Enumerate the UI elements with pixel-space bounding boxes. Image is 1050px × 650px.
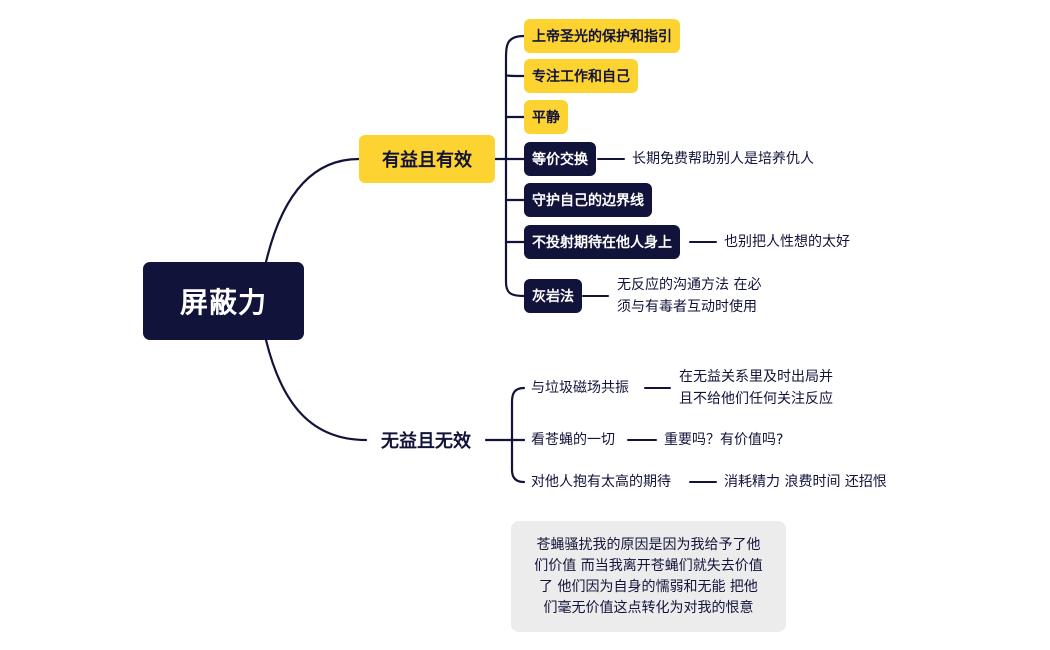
note-garbage-line-1: 在无益关系里及时出局并 [679,369,833,385]
item-equal-exchange: 等价交换 [524,142,596,176]
item-garbage-resonance: 与垃圾磁场共振 [531,380,629,396]
branch-beneficial: 有益且有效 [359,135,495,183]
callout-line-3: 了 他们因为自身的懦弱和无能 把他 [539,578,758,595]
connector-beneficial-spine [504,34,526,298]
note-no-projection: 也别把人性想的太好 [724,234,850,250]
callout-line-2: 们价值 而当我离开苍蝇们就失去价值 [534,557,763,574]
item-grey-rock: 灰岩法 [524,279,582,313]
item-focus-work: 专注工作和自己 [524,59,638,93]
branch-useless: 无益且无效 [381,431,471,452]
callout-note: 苍蝇骚扰我的原因是因为我给予了他 们价值 而当我离开苍蝇们就失去价值 了 他们因… [511,521,786,632]
note-high-expectation: 消耗精力 浪费时间 还招恨 [724,474,887,490]
note-garbage-resonance: 在无益关系里及时出局并 且不给他们任何关注反应 [679,366,833,410]
item-god-light: 上帝圣光的保护和指引 [524,19,680,53]
connector-root-beneficial [264,157,361,264]
note-grey-rock-line-2: 须与有毒者互动时使用 [617,299,757,315]
item-guard-boundary: 守护自己的边界线 [524,183,652,217]
note-grey-rock-line-1: 无反应的沟通方法 在必 [617,277,762,293]
connector-to-item-1 [504,73,526,78]
note-garbage-line-2: 且不给他们任何关注反应 [679,391,833,407]
note-grey-rock: 无反应的沟通方法 在必 须与有毒者互动时使用 [617,274,761,318]
note-equal-exchange: 长期免费帮助别人是培养仇人 [632,151,814,167]
note-watch-flies: 重要吗？有价值吗? [664,432,784,448]
item-no-projection: 不投射期待在他人身上 [524,225,680,259]
callout-line-4: 们毫无价值这点转化为对我的恨意 [543,599,754,616]
item-calm: 平静 [524,100,568,134]
connector-useless-spine [510,386,526,484]
item-watch-flies: 看苍蝇的一切 [531,432,615,448]
item-high-expectation: 对他人抱有太高的期待 [531,474,671,490]
callout-line-1: 苍蝇骚扰我的原因是因为我给予了他 [536,536,761,553]
root-node: 屏蔽力 [143,262,304,340]
connector-root-useless [264,338,368,442]
